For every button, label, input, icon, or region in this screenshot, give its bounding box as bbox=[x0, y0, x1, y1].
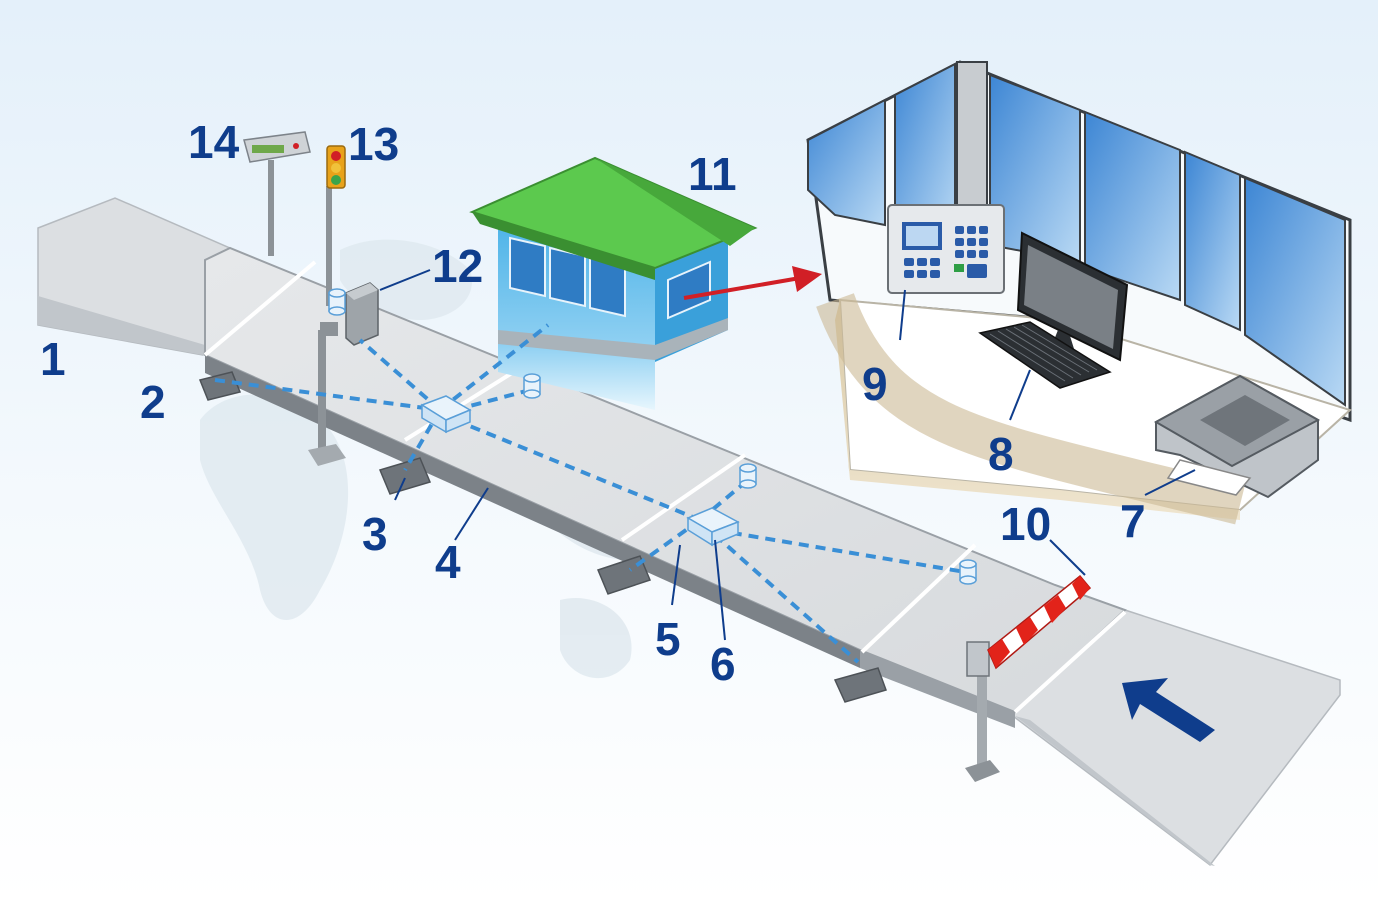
booth-windows bbox=[509, 236, 711, 320]
label-3: 3 bbox=[362, 508, 388, 560]
barrier-gate bbox=[965, 574, 1092, 782]
callout-labels: 1 2 3 4 5 6 7 8 9 10 11 12 13 14 bbox=[40, 116, 1146, 690]
desk-edge bbox=[816, 292, 1245, 525]
office-window bbox=[1084, 110, 1181, 302]
deck-joints bbox=[203, 260, 1127, 714]
load-cell bbox=[523, 373, 541, 399]
leader-lines bbox=[379, 269, 1196, 641]
ticket-printer bbox=[1153, 374, 1321, 499]
data-flow-arrow bbox=[683, 266, 822, 300]
deck-side-beam bbox=[205, 355, 860, 668]
load-cell bbox=[739, 463, 757, 489]
label-7: 7 bbox=[1120, 495, 1146, 547]
keyboard bbox=[978, 321, 1112, 389]
summing-box bbox=[686, 507, 740, 547]
label-1: 1 bbox=[40, 333, 66, 385]
camera-pole bbox=[308, 322, 346, 466]
junction-box bbox=[345, 282, 379, 346]
label-6: 6 bbox=[710, 638, 736, 690]
guard-booth bbox=[469, 156, 758, 410]
label-14: 14 bbox=[188, 116, 240, 168]
label-5: 5 bbox=[655, 613, 681, 665]
printed-ticket bbox=[1166, 459, 1252, 496]
label-10: 10 bbox=[1000, 498, 1051, 550]
traffic-light bbox=[326, 145, 346, 306]
label-8: 8 bbox=[988, 428, 1014, 480]
label-9: 9 bbox=[862, 358, 888, 410]
load-cell bbox=[959, 559, 977, 585]
label-11: 11 bbox=[688, 148, 737, 200]
computer-workstation bbox=[978, 231, 1129, 389]
label-2: 2 bbox=[140, 376, 166, 428]
label-4: 4 bbox=[435, 536, 461, 588]
office-window bbox=[1244, 176, 1346, 407]
office-window bbox=[1184, 150, 1241, 332]
load-cells bbox=[328, 288, 977, 585]
control-office bbox=[806, 60, 1352, 525]
summing-box bbox=[420, 395, 472, 434]
label-12: 12 bbox=[432, 240, 483, 292]
office-window bbox=[807, 98, 886, 227]
direction-arrow-icon bbox=[1122, 678, 1215, 742]
remote-display bbox=[243, 131, 311, 256]
weighbridge bbox=[37, 197, 1341, 867]
label-13: 13 bbox=[348, 118, 399, 170]
signal-cables bbox=[214, 323, 966, 664]
weighing-terminal bbox=[887, 204, 1005, 294]
load-cell bbox=[328, 288, 346, 316]
